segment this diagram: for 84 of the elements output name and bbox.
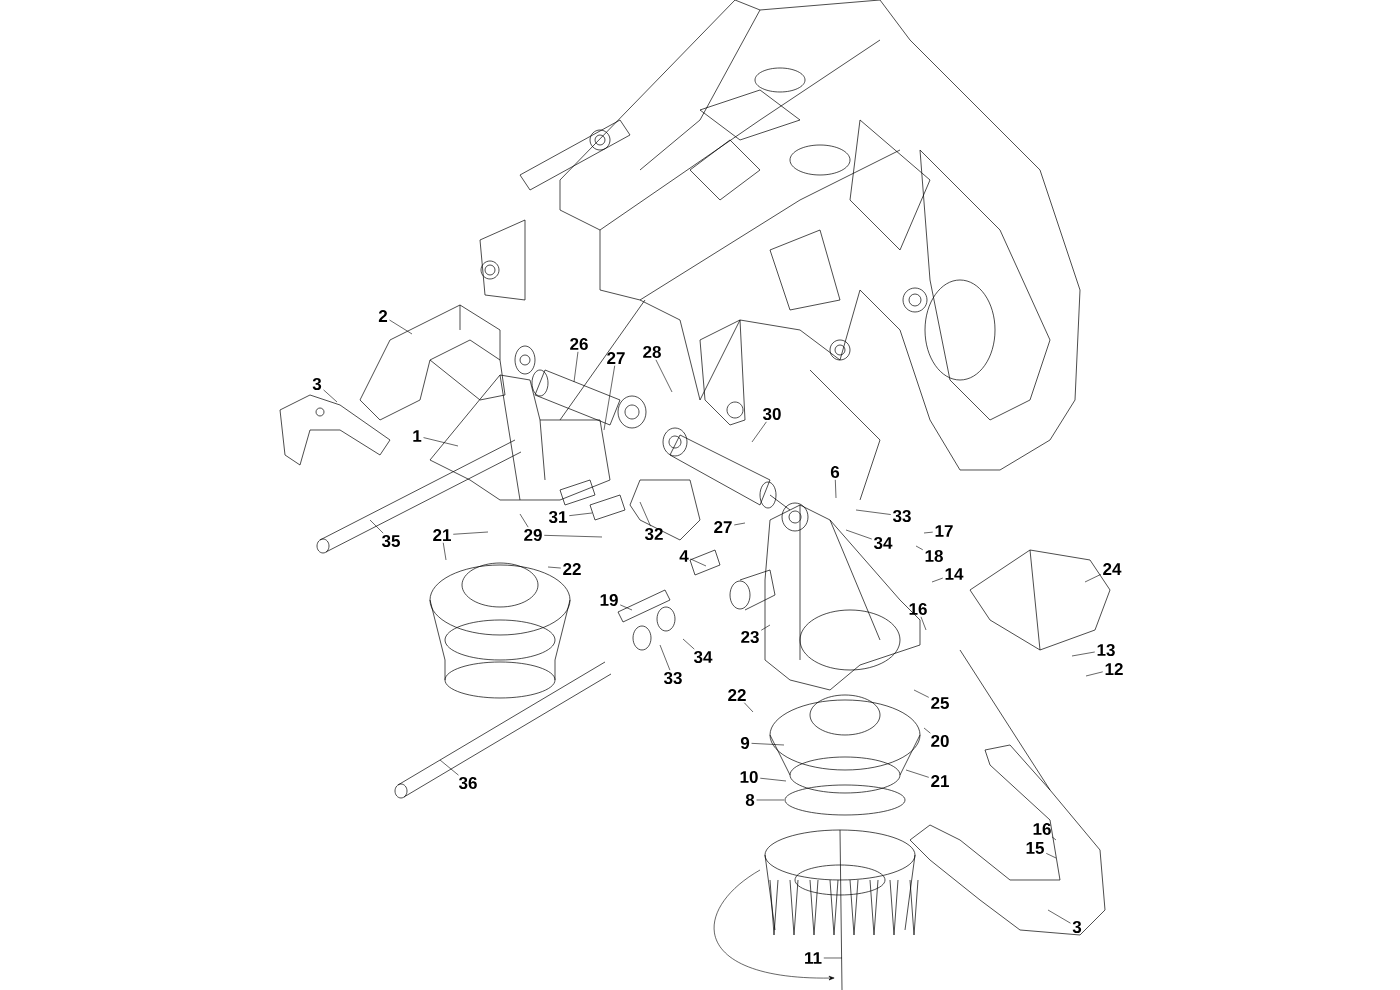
leader-line <box>603 365 615 431</box>
callout-number: 13 <box>1097 643 1115 657</box>
leader-line <box>1047 909 1071 924</box>
leader-line <box>1051 836 1057 841</box>
leader-line <box>323 389 338 403</box>
leader-line <box>905 769 930 778</box>
leader-line <box>1045 853 1057 859</box>
leader-line <box>1084 574 1102 583</box>
callout-number: 16 <box>1033 823 1051 835</box>
leader-line <box>655 359 673 393</box>
leader-line <box>619 604 633 611</box>
callout-number: 15 <box>1026 842 1044 854</box>
callout-number: 16 <box>909 603 927 615</box>
callout-number: 21 <box>931 775 949 787</box>
callout-number: 33 <box>663 671 682 685</box>
leader-line <box>931 577 944 583</box>
callout-number: 25 <box>931 697 949 709</box>
callout-number: 34 <box>873 536 893 550</box>
callout-number: 27 <box>714 521 732 533</box>
leader-line <box>733 522 746 526</box>
callout-number: 31 <box>548 510 567 524</box>
leader-line <box>923 531 934 534</box>
leader-line <box>759 777 787 782</box>
leader-line <box>920 616 927 631</box>
leader-line <box>573 351 579 383</box>
callout-number: 12 <box>1105 663 1123 675</box>
leader-line <box>690 558 707 567</box>
callout-number: 36 <box>458 776 477 790</box>
callout-number: 17 <box>935 525 953 537</box>
callout-number: 1 <box>413 430 422 442</box>
callout-number: 27 <box>607 352 625 364</box>
callout-number: 20 <box>931 735 949 747</box>
leader-line <box>913 689 930 698</box>
leader-line <box>760 624 771 631</box>
leader-line <box>442 542 447 561</box>
leader-line <box>639 501 651 527</box>
callout-number: 10 <box>740 771 758 783</box>
callout-number: 3 <box>1072 920 1082 934</box>
leader-line <box>423 437 459 447</box>
callout-number: 6 <box>830 466 840 478</box>
callout-number: 28 <box>643 346 661 358</box>
leader-line <box>923 727 931 734</box>
callout-number: 33 <box>892 509 911 523</box>
leader-line <box>659 644 671 671</box>
callout-number: 11 <box>805 952 822 964</box>
callout-number: 3 <box>312 377 322 391</box>
leader-line <box>915 545 924 551</box>
leader-line <box>547 566 562 569</box>
leader-line <box>835 479 837 499</box>
callout-number: 8 <box>745 794 755 806</box>
leader-line <box>751 421 767 443</box>
callout-number: 2 <box>378 310 388 322</box>
leader-line <box>1071 651 1096 657</box>
leader-line <box>439 759 459 776</box>
callout-number: 34 <box>693 650 713 664</box>
callout-number: 26 <box>570 338 588 350</box>
leader-line <box>389 319 413 335</box>
callout-number: 21 <box>433 529 451 541</box>
leader-line <box>855 509 892 515</box>
callout-number: 19 <box>600 594 618 606</box>
leader-line <box>1085 671 1104 677</box>
callout-number: 22 <box>728 689 746 701</box>
leader-line <box>845 529 873 540</box>
leader-line <box>751 743 785 746</box>
callout-number: 32 <box>644 527 663 541</box>
callout-number: 23 <box>741 630 759 644</box>
callout-number: 29 <box>524 529 542 541</box>
leader-line <box>369 519 384 534</box>
callout-number: 14 <box>945 568 964 580</box>
callout-number: 4 <box>679 550 689 562</box>
callout-number: 35 <box>381 534 400 548</box>
leader-line <box>823 957 843 959</box>
leader-line <box>519 513 529 528</box>
leader-line <box>744 702 754 713</box>
leader-line <box>452 531 489 535</box>
leader-line <box>756 799 785 801</box>
callout-number: 9 <box>740 737 750 749</box>
callout-number: 18 <box>925 550 943 562</box>
leader-line <box>543 535 603 538</box>
callout-number: 22 <box>563 563 581 575</box>
leader-line <box>682 638 695 650</box>
callout-number: 24 <box>1103 563 1122 575</box>
callout-number: 30 <box>762 407 781 421</box>
leader-line <box>568 512 593 516</box>
